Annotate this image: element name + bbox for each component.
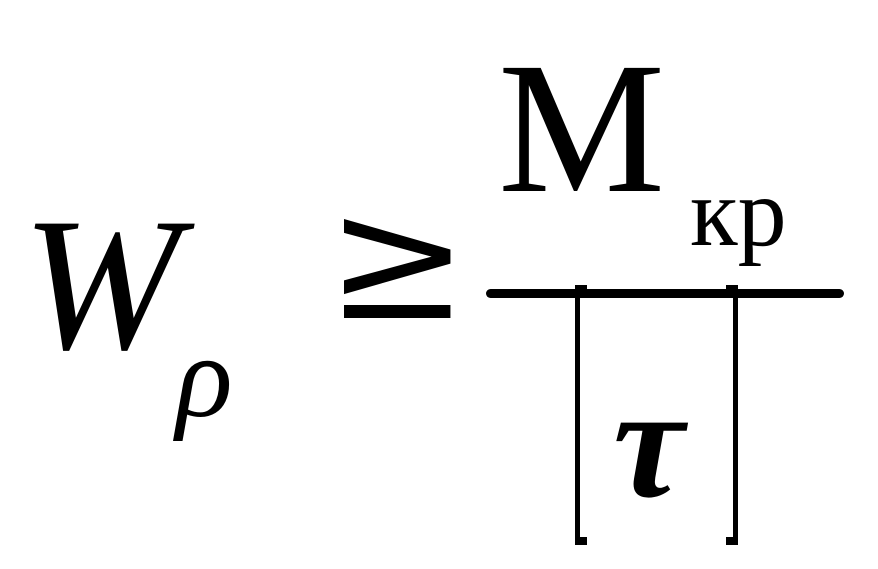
allowable-stress-symbol: τ (613, 353, 685, 531)
section-modulus-subscript: ρ (176, 311, 233, 442)
right-bracket (726, 285, 738, 545)
left-bracket (575, 285, 587, 545)
torque-subscript: кр (690, 159, 787, 267)
greater-equal-sign: ≥ (326, 161, 469, 359)
section-modulus-symbol: W (22, 180, 181, 390)
torque-symbol: M (498, 23, 666, 232)
fraction-bar (486, 289, 844, 298)
